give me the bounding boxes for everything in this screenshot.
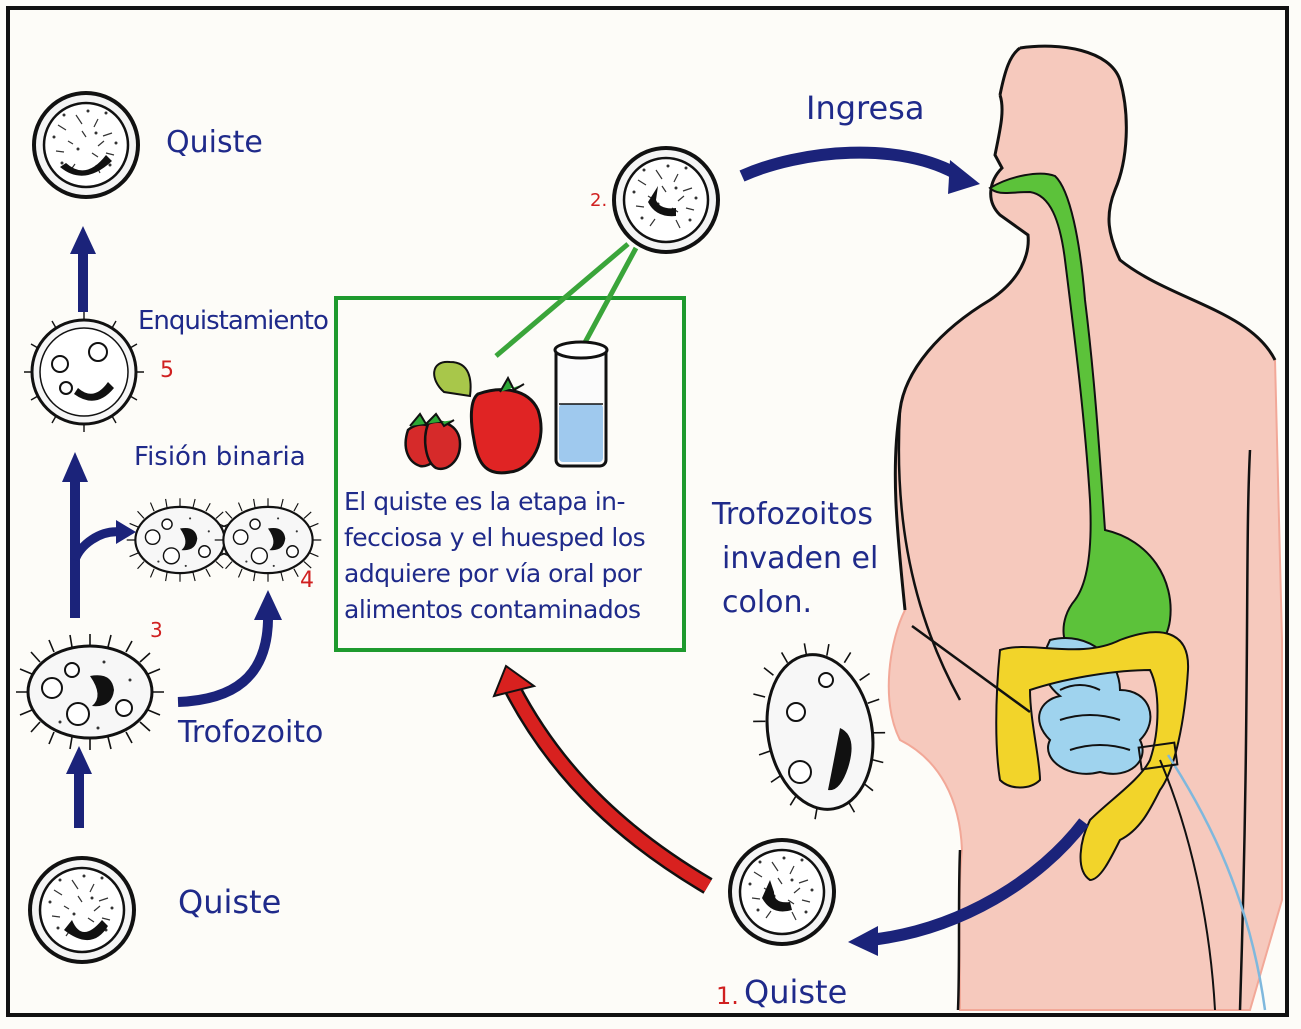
cyst-top bbox=[34, 93, 138, 197]
label-trofozoito: Trofozoito bbox=[178, 718, 323, 748]
food-illustration bbox=[406, 342, 607, 473]
label-trofozoitos-line2: invaden el bbox=[722, 544, 878, 574]
info-line-4: alimentos contaminados bbox=[344, 592, 678, 628]
stage-number-4: 4 bbox=[300, 570, 314, 592]
label-quiste-top: Quiste bbox=[166, 128, 263, 158]
stage-number-3: 3 bbox=[150, 620, 163, 640]
stage-number-2: 2. bbox=[590, 192, 607, 210]
info-line-1: El quiste es la etapa in- bbox=[344, 484, 678, 520]
encysting-cell bbox=[24, 312, 144, 432]
label-ingresa: Ingresa bbox=[806, 92, 924, 124]
cyst-1 bbox=[730, 840, 834, 944]
label-trofozoitos-line1: Trofozoitos bbox=[712, 500, 873, 530]
stage-number-1: 1. bbox=[716, 984, 739, 1008]
stage-number-5: 5 bbox=[160, 360, 174, 382]
red-arrow bbox=[494, 666, 708, 886]
info-line-2: fecciosa y el huesped los bbox=[344, 520, 678, 556]
cyst-2 bbox=[614, 148, 718, 252]
trophozoite-large bbox=[741, 632, 897, 827]
info-line-3: adquiere por vía oral por bbox=[344, 556, 678, 592]
label-enquistamiento: Enquistamiento bbox=[138, 308, 328, 334]
label-trofozoitos-line3: colon. bbox=[722, 588, 812, 618]
label-quiste-bottom: Quiste bbox=[178, 886, 281, 918]
info-box-text: El quiste es la etapa in- fecciosa y el … bbox=[344, 484, 678, 628]
label-fision-binaria: Fisión binaria bbox=[134, 444, 306, 470]
trophozoite-3 bbox=[16, 634, 164, 750]
label-quiste-1: Quiste bbox=[744, 976, 847, 1008]
cyst-bottom bbox=[30, 858, 134, 962]
